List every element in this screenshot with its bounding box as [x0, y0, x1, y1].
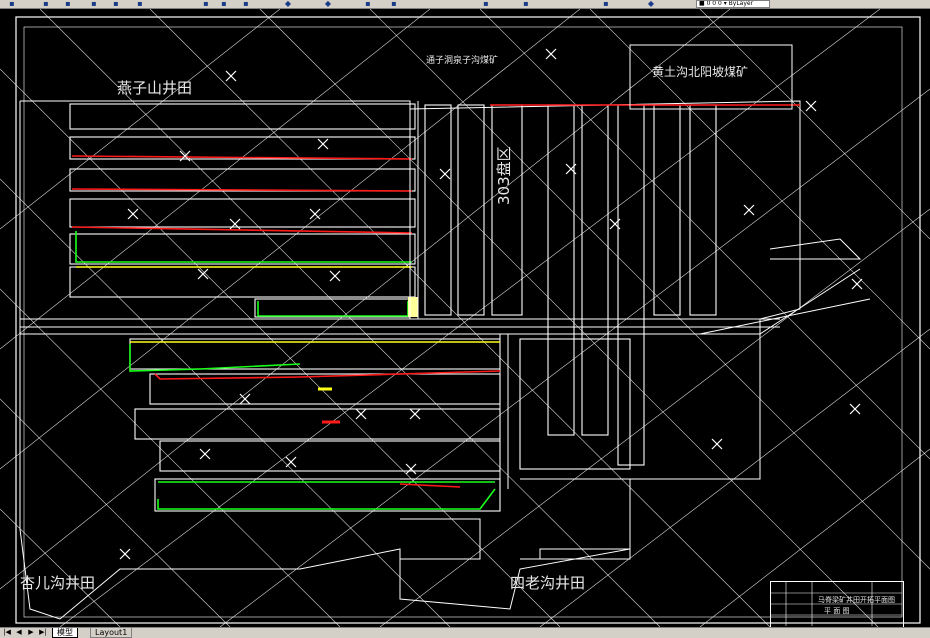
main-roadway: [20, 318, 780, 335]
next-tab-icon[interactable]: ▶: [28, 628, 34, 636]
title-block: [770, 581, 904, 627]
redo-icon[interactable]: ▪: [243, 0, 249, 7]
label-silaogou: 四老沟井田: [510, 574, 586, 592]
zoom-previous-icon[interactable]: ▪: [391, 0, 397, 7]
prev-tab-icon[interactable]: ◀: [16, 628, 22, 636]
layout-tab-bar: |◀ ◀ ▶ ▶| 模型 Layout1: [0, 627, 930, 638]
label-huangtugou: 黄土沟北阳坡煤矿: [652, 65, 749, 79]
label-panqu-303: 303盘区: [495, 146, 513, 205]
title-block-subname: 平 面 图: [824, 607, 850, 615]
open-icon[interactable]: ▪: [43, 0, 49, 7]
layer-state-icon[interactable]: ◆: [647, 0, 655, 7]
layer-icon[interactable]: ▪: [523, 0, 529, 7]
cut-icon[interactable]: ▪: [113, 0, 119, 7]
help-icon[interactable]: ▪: [603, 0, 609, 7]
label-mingziding: 通子洞泉子沟煤矿: [426, 56, 499, 66]
drawing-canvas[interactable]: 燕子山井田 黄土沟北阳坡煤矿 通子洞泉子沟煤矿 303盘区 杏儿沟井田 四老沟井…: [0, 9, 930, 627]
panel-strips-upper: [69, 103, 416, 318]
title-block-lines: [770, 581, 902, 626]
save-icon[interactable]: ▪: [65, 0, 71, 7]
file-icon[interactable]: ▪: [9, 0, 15, 7]
label-xingergou: 杏儿沟井田: [20, 574, 96, 592]
survey-markers: [119, 48, 863, 560]
label-yanzishan: 燕子山井田: [117, 79, 193, 97]
paste-icon[interactable]: ▪: [203, 0, 209, 7]
copy-icon[interactable]: ▪: [137, 0, 143, 7]
coordinate-grid: [0, 9, 930, 627]
zoom-icon[interactable]: ◆: [324, 0, 332, 7]
zoom-window-icon[interactable]: ▪: [365, 0, 371, 7]
first-tab-icon[interactable]: |◀: [3, 628, 11, 636]
pan-icon[interactable]: ◆: [284, 0, 292, 7]
properties-icon[interactable]: ▪: [483, 0, 489, 7]
standard-toolbar: ▪ ▪ ▪ ▪ ▪ ▪ ▪ ▪ ▪ ◆ ◆ ▪ ▪ ▪ ▪ ▪ ◆ ■ 0 0 …: [0, 0, 930, 9]
last-tab-icon[interactable]: ▶|: [39, 628, 47, 636]
undo-icon[interactable]: ▪: [221, 0, 227, 7]
cad-drawing: [0, 9, 930, 627]
print-icon[interactable]: ▪: [91, 0, 97, 7]
layer-dropdown[interactable]: ■ 0 0 0 ▾ ByLayer: [696, 0, 770, 8]
title-block-name: 马脊梁矿井田开拓平面图: [818, 596, 895, 604]
